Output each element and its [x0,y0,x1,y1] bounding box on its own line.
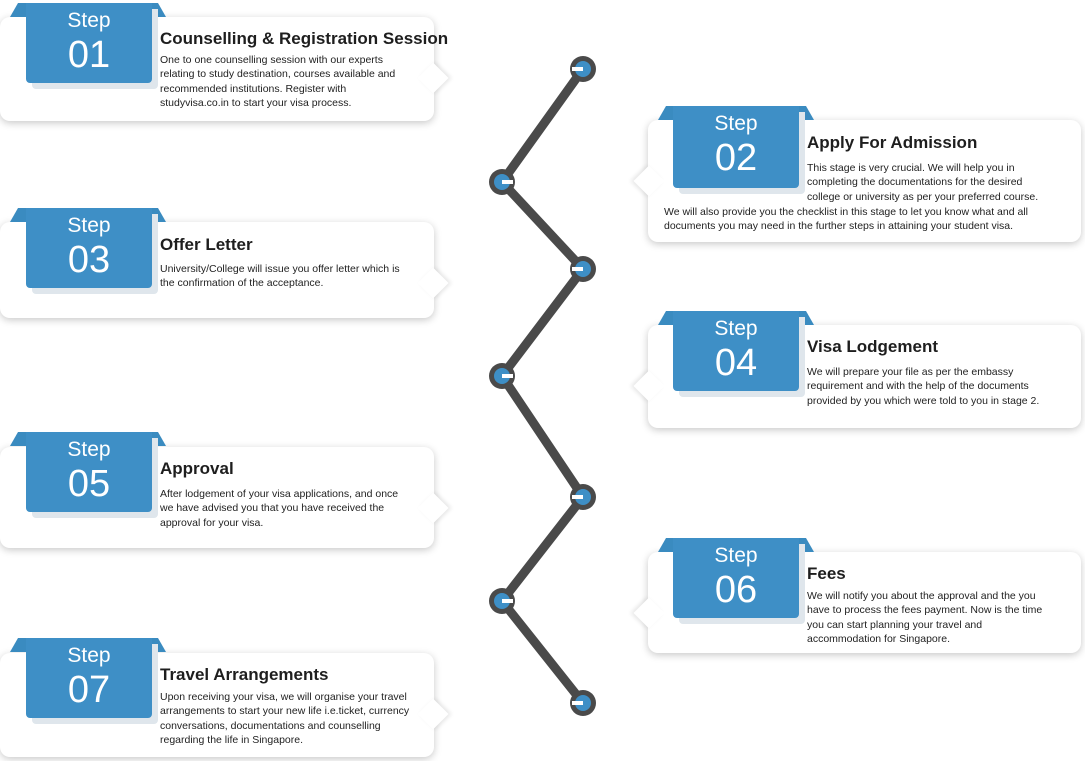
step-title: Approval [160,459,234,478]
step-number: 04 [714,342,758,384]
step-label: Step [67,644,111,667]
step-description: University/College will issue you offer … [160,263,400,290]
step-label: Step [714,112,758,135]
step-title: Travel Arrangements [160,665,329,684]
step-label: Step [67,438,111,461]
step-description: After lodgement of your visa application… [160,488,399,529]
step-badge-05: Step 05 [26,432,152,512]
step-number: 07 [67,669,111,711]
timeline-node [570,56,596,82]
step-badge-03: Step 03 [26,208,152,288]
step-description: We will notify you about the approval an… [807,590,1043,646]
step-number: 01 [67,34,111,76]
step-number: 05 [67,463,111,505]
zigzag-line [497,66,588,706]
step-title: Counselling & Registration Session [160,29,449,48]
step-badge-06: Step 06 [673,538,799,618]
step-description: Upon receiving your visa, we will organi… [160,691,410,747]
step-description: This stage is very crucial. We will help… [807,162,1039,203]
step-label: Step [67,9,111,32]
step-badge-02: Step 02 [673,106,799,188]
step-title: Visa Lodgement [807,337,938,356]
timeline-node [570,484,596,510]
step-title: Fees [807,564,846,583]
timeline-node [489,169,515,195]
step-badge-01: Step 01 [26,3,152,83]
step-label: Step [714,317,758,340]
step-badge-07: Step 07 [26,638,152,718]
step-title: Offer Letter [160,235,253,254]
timeline-node [570,256,596,282]
timeline-node [489,363,515,389]
step-title: Apply For Admission [807,133,978,152]
step-label: Step [714,544,758,567]
step-label: Step [67,214,111,237]
step-description-extra: We will also provide you the checklist i… [664,206,1028,233]
step-number: 03 [67,239,111,281]
timeline-node [489,588,515,614]
timeline-node [570,690,596,716]
step-number: 06 [714,569,758,611]
step-number: 02 [714,137,758,179]
step-badge-04: Step 04 [673,311,799,391]
step-description: We will prepare your file as per the emb… [807,366,1040,407]
step-description: One to one counselling session with our … [160,54,396,110]
